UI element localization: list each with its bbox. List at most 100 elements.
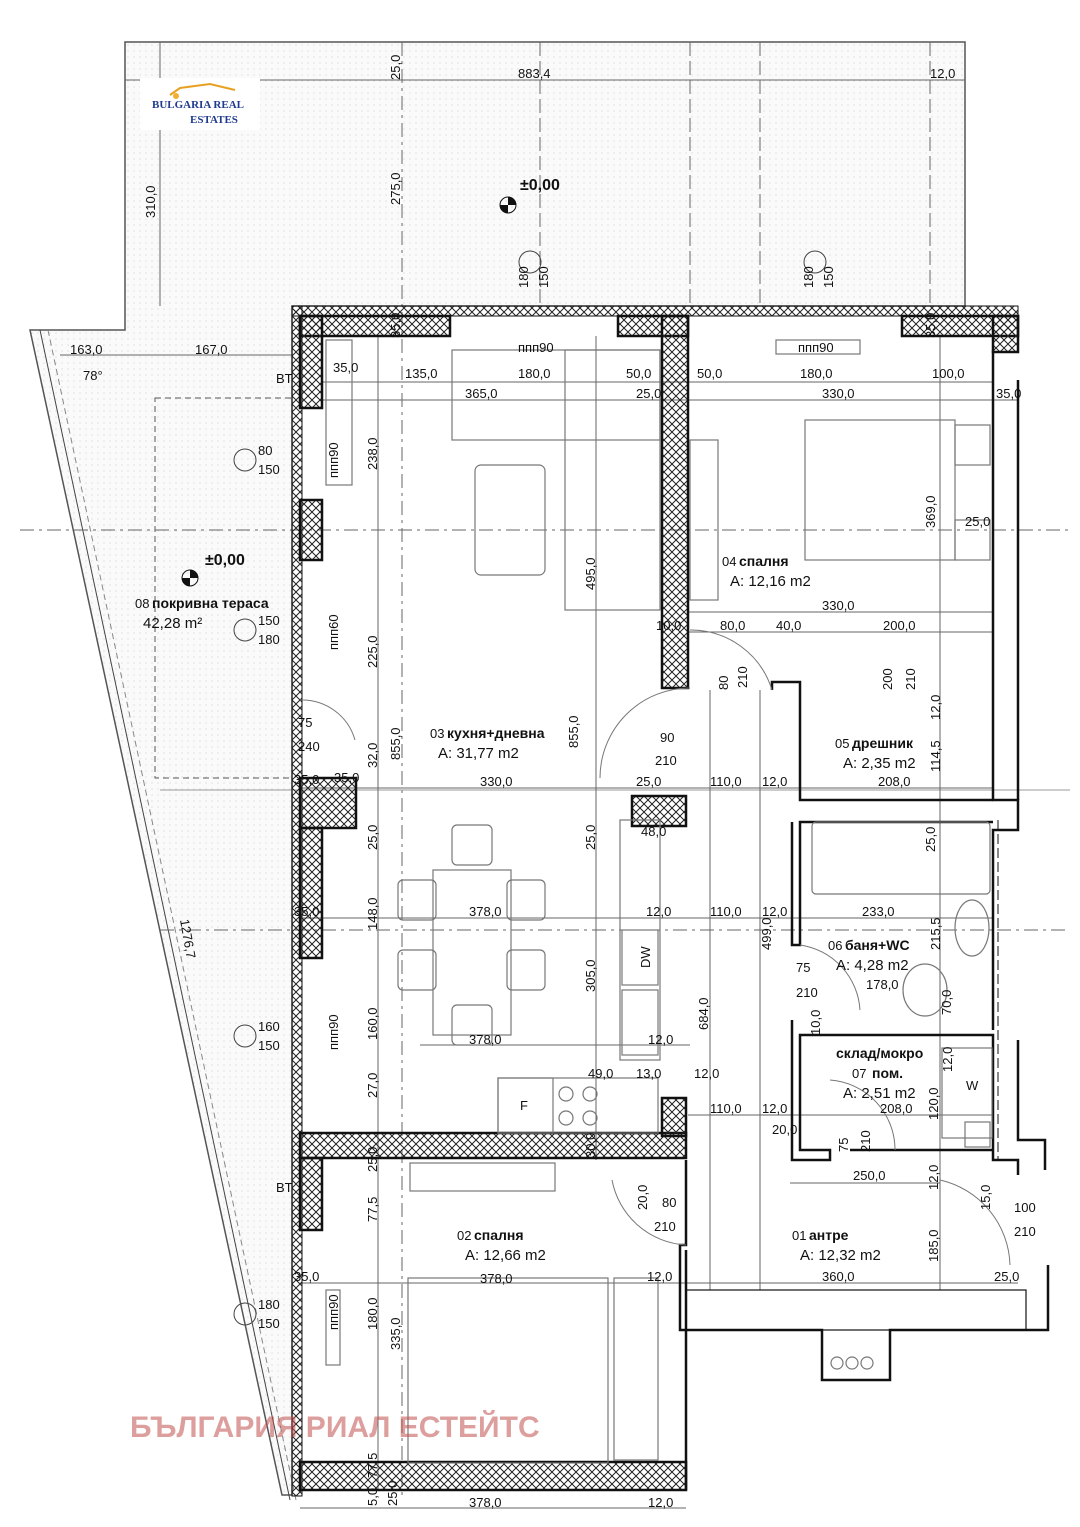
dimension-label: 80 [258, 443, 272, 458]
dimension-label: 499,0 [759, 917, 774, 950]
dimension-label: 12,0 [648, 1032, 673, 1047]
dimension-label: 185,0 [926, 1229, 941, 1262]
dimension-label: 883,4 [518, 66, 551, 81]
dimension-label: 12,0 [648, 1495, 673, 1510]
dimension-label: 180 [516, 266, 531, 288]
dimension-label: ппп60 [326, 614, 341, 650]
dimension-label: 208,0 [878, 774, 911, 789]
dimension-label: 200,0 [883, 618, 916, 633]
dimension-label: 35,0 [334, 770, 359, 785]
dimension-label: 330,0 [480, 774, 513, 789]
dimension-label: 50,0 [697, 366, 722, 381]
dimension-label: 180,0 [800, 366, 833, 381]
dimension-label: 77,5 [365, 1453, 380, 1478]
wardrobe-04 [689, 439, 719, 601]
dimension-label: 495,0 [583, 557, 598, 590]
chair [397, 879, 437, 921]
dimension-label: 35,0 [294, 772, 319, 787]
dimension-label: 150 [536, 266, 551, 288]
dimension-label: 210 [654, 1219, 676, 1234]
dimension-label: 855,0 [566, 715, 581, 748]
dimension-label: 12,0 [762, 774, 787, 789]
sink [621, 989, 659, 1056]
dimension-label: 210 [655, 753, 677, 768]
room-number: 08 [135, 596, 149, 611]
dimension-label: BT [276, 371, 293, 386]
dimension-label: 80 [716, 676, 731, 690]
room-area: A: 2,35 m2 [843, 755, 916, 772]
room-area: A: 12,66 m2 [465, 1247, 546, 1264]
dimension-label: ппп90 [326, 1294, 341, 1330]
dimension-label: 210 [903, 668, 918, 690]
dimension-label: 240 [298, 739, 320, 754]
doors [299, 629, 1011, 1266]
room-area: A: 12,32 m2 [800, 1247, 881, 1264]
dimension-label: 238,0 [365, 437, 380, 470]
dimension-label: 25,0 [923, 827, 938, 852]
dimension-label: 330,0 [822, 386, 855, 401]
logo-text: ESTATES [190, 114, 238, 126]
dimension-label: 233,0 [862, 904, 895, 919]
kitchen-counter [619, 819, 661, 1061]
dimension-label: 12,0 [930, 66, 955, 81]
dimension-label: 13,0 [636, 1066, 661, 1081]
dimension-label: 120,0 [926, 1087, 941, 1120]
chair [506, 879, 546, 921]
dimension-label: 10,0 [808, 1010, 823, 1035]
desk [409, 1162, 556, 1192]
room-name: покривна тераса [152, 595, 269, 611]
dimension-label: 360,0 [822, 1269, 855, 1284]
dimension-label: 70,0 [939, 990, 954, 1015]
dimension-label: 25,0 [583, 825, 598, 850]
dimension-label: 180 [258, 1297, 280, 1312]
dimension-label: 48,0 [641, 824, 666, 839]
dimension-label: 35,0 [996, 386, 1021, 401]
dimension-label: 25,0 [365, 825, 380, 850]
watermark: БЪЛГАРИЯ РИАЛ ЕСТЕЙТС [130, 1410, 540, 1444]
dimension-label: 250,0 [853, 1168, 886, 1183]
dimension-label: 210 [858, 1130, 873, 1152]
dimension-label: 80,0 [720, 618, 745, 633]
dimension-label: 100,0 [932, 366, 965, 381]
dimension-label: 25,0 [965, 514, 990, 529]
room-number: 05 [835, 736, 849, 751]
dimension-label: 210 [796, 985, 818, 1000]
sofa-chaise [564, 349, 661, 611]
dimension-label: F [520, 1098, 528, 1113]
dining-table [432, 869, 512, 1036]
room-number: 06 [828, 938, 842, 953]
chair [397, 949, 437, 991]
dimension-label: 75 [298, 715, 312, 730]
dimension-label: 208,0 [880, 1101, 913, 1116]
fridge [497, 1077, 554, 1134]
dimension-label: 20,0 [772, 1122, 797, 1137]
chair [506, 949, 546, 991]
dimension-label: ппп90 [326, 442, 341, 478]
chair [451, 824, 493, 866]
dimension-label: 12,0 [762, 904, 787, 919]
dimension-label: 49,0 [588, 1066, 613, 1081]
dimension-label: 35,0 [923, 313, 938, 338]
washing-machine [941, 1047, 993, 1139]
grid-lines [20, 42, 1070, 1509]
furniture [325, 339, 993, 1464]
bathtub [811, 821, 991, 895]
dimension-label: 40,0 [776, 618, 801, 633]
dimension-label: 855,0 [388, 727, 403, 760]
dimension-label: 160 [258, 1019, 280, 1034]
dimension-label: 180,0 [518, 366, 551, 381]
dimension-label: 378,0 [469, 1032, 502, 1047]
dimension-label: ппп90 [326, 1014, 341, 1050]
dimension-label: 210 [735, 666, 750, 688]
dimension-label: 335,0 [388, 1317, 403, 1350]
nightstand [954, 519, 991, 561]
bed-04 [804, 419, 956, 561]
dimension-label: 305,0 [583, 959, 598, 992]
dimension-label: 35,0 [294, 904, 319, 919]
dimension-label: 150 [258, 1038, 280, 1053]
